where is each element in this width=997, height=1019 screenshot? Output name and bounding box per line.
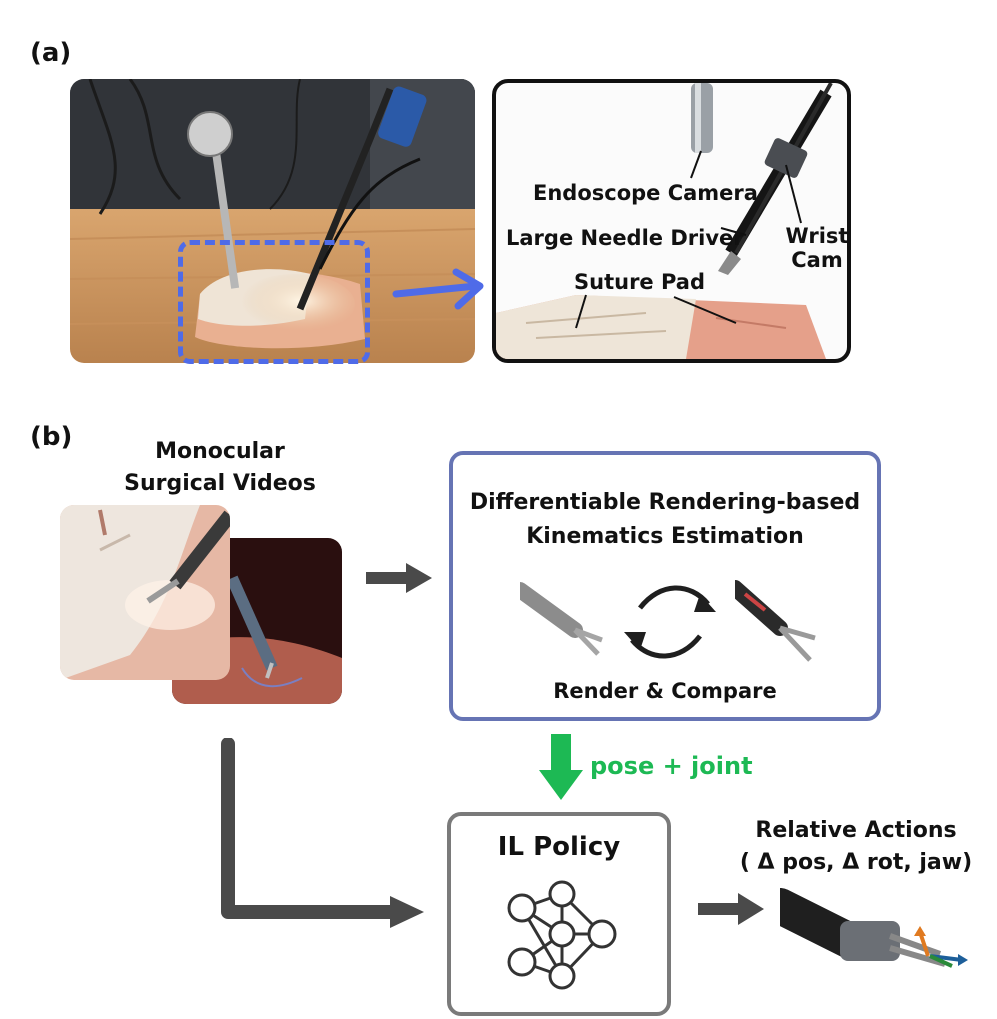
- actions-title: Relative Actions ( Δ pos, Δ rot, jaw): [725, 815, 987, 879]
- estimation-title-line1: Differentiable Rendering-based: [469, 490, 861, 515]
- actions-title-line2: ( Δ pos, Δ rot, jaw): [739, 850, 973, 875]
- flow-arrow-icon: [221, 738, 424, 928]
- kinematics-estimation-box: [449, 451, 881, 721]
- neural-network-icon: [507, 880, 617, 990]
- il-policy-box: [447, 812, 671, 1016]
- render-compare-label: Render & Compare: [553, 679, 777, 703]
- wrist-cam-line1: Wrist: [785, 224, 849, 248]
- endoscope-camera-label: Endoscope Camera: [533, 181, 758, 205]
- robot-arm-setup-photo: [70, 79, 475, 363]
- estimation-title-line2: Kinematics Estimation: [526, 524, 804, 549]
- suture-pad-label: Suture Pad: [574, 270, 706, 294]
- wrist-cam-line2: Cam: [791, 248, 843, 272]
- videos-title-line1: Monocular: [155, 439, 285, 464]
- cycle-arrows-icon: [624, 585, 716, 659]
- panel-a-label: (a): [30, 38, 72, 68]
- panel-b-label: (b): [30, 422, 73, 452]
- estimation-title: Differentiable Rendering-based Kinematic…: [453, 486, 877, 554]
- flow-arrow-icon: [698, 893, 764, 925]
- pose-joint-arrow-icon: [539, 734, 583, 800]
- render-tool-icon: [520, 582, 603, 656]
- surgical-video-frame: [60, 505, 230, 680]
- videos-title-line2: Surgical Videos: [124, 471, 316, 496]
- gripper-axes-icon: [780, 888, 968, 968]
- compare-tool-icon: [735, 580, 816, 662]
- policy-title: IL Policy: [497, 832, 621, 862]
- pose-joint-label: pose + joint: [590, 752, 753, 780]
- videos-title: Monocular Surgical Videos: [100, 436, 340, 500]
- zoom-arrow-icon: [392, 268, 484, 310]
- actions-title-line1: Relative Actions: [755, 818, 957, 843]
- zoom-photo: [492, 79, 851, 363]
- flow-arrow-icon: [366, 563, 432, 593]
- needle-driver-label: Large Needle Driver: [506, 226, 744, 250]
- wrist-cam-label: Wrist Cam: [782, 224, 852, 272]
- zoom-region-box: [178, 240, 370, 364]
